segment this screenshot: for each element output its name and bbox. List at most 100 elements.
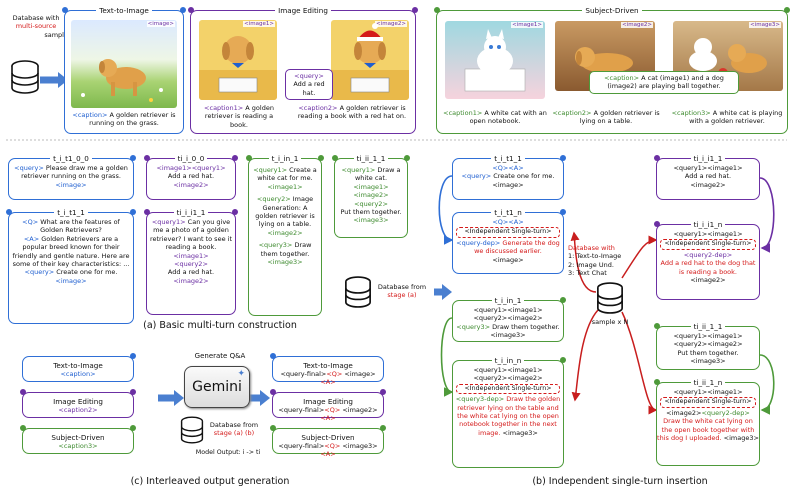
card-dot xyxy=(404,155,410,161)
card-dot xyxy=(130,353,136,359)
card-dot xyxy=(130,389,136,395)
c-left-edit: Image Editing <caption2> xyxy=(20,389,136,418)
card-title: ti_ii_1_1 xyxy=(353,154,389,163)
sample-label: sample x N xyxy=(591,318,629,326)
center-db-label: Database with 1: Text-to-Image 2: Image … xyxy=(568,244,622,278)
gemini-box: Gemini ✦ xyxy=(184,366,250,408)
card-title: t_i_t1_1 xyxy=(491,154,525,163)
gemini-label: Gemini xyxy=(192,379,242,395)
card-dot xyxy=(380,389,386,395)
card-title: Subject-Driven xyxy=(298,433,358,442)
database-icon xyxy=(345,276,371,308)
card-title: ti_i_i1_1 xyxy=(690,154,726,163)
card-body: <query1> Can you give me a photo of a go… xyxy=(149,218,232,285)
subject-caption1: <caption1> A white cat with an open note… xyxy=(443,109,547,126)
card-dot xyxy=(270,425,276,431)
card-body: <query1><image1> <query2><image2> <Indep… xyxy=(455,366,561,437)
card-dot xyxy=(270,389,276,395)
caption-tag: <caption3> xyxy=(58,442,98,450)
qa-line: <query-final><Q> <image3><A> xyxy=(278,442,378,459)
card-title: Image Editing xyxy=(50,397,106,406)
card-title: Image Editing xyxy=(300,397,356,406)
source-database: Database with multi-source sample xyxy=(4,14,68,39)
card-dot xyxy=(560,297,566,303)
card-title: t_i_t1_n xyxy=(491,208,525,217)
card-dot xyxy=(130,209,136,215)
card-ti_i_0_0: ti_i_0_0 <image1><query1> Add a red hat.… xyxy=(144,154,238,200)
card-body: <query1><image1> <Independent Single-tur… xyxy=(657,388,759,443)
independent-turn-marker: <Independent Single-turn> xyxy=(660,397,756,408)
section-a-caption: (a) Basic multi-turn construction xyxy=(143,320,297,331)
generate-qa-label: Generate Q&A xyxy=(194,352,246,360)
section-b-caption: (b) Independent single-turn insertion xyxy=(532,476,708,487)
card-ti_i_i1_1: ti_i_i1_1 <query1> Can you give me a pho… xyxy=(144,208,238,315)
b-card-ti_i_i1_1: ti_i_i1_1 <query1><image1> Add a red hat… xyxy=(654,154,760,200)
image-editing-panel: Image Editing <image1> <image2> <query> … xyxy=(188,6,418,134)
section-c-caption: (c) Interleaved output generation xyxy=(130,476,290,487)
card-dot xyxy=(560,155,566,161)
card-dot xyxy=(654,323,660,329)
dog-with-red-hat-image: <image2> xyxy=(331,20,409,100)
card-body: <Q> What are the features of Golden Retr… xyxy=(12,218,130,285)
b-card-t_i_in_1: t_i_in_1 <query1><image1> <query2><image… xyxy=(452,296,566,342)
t2i-panel: Text-to-Image <image> <caption> A golden… xyxy=(62,6,186,134)
panel-dot xyxy=(62,7,68,13)
panel-dot xyxy=(784,7,790,13)
card-title: Text-to-Image xyxy=(300,361,356,370)
card-dot xyxy=(20,425,26,431)
database-label-2: multi-source xyxy=(15,22,57,31)
t2i-caption: <caption> A golden retriever is running … xyxy=(72,111,176,128)
database-icon xyxy=(180,416,204,444)
card-dot xyxy=(130,425,136,431)
independent-turn-marker: <Independent Single-turn> xyxy=(456,227,560,238)
panel-dot xyxy=(180,7,186,13)
b-card-ti_ii_1_1: ti_ii_1_1 <query1><image1> <query2><imag… xyxy=(654,322,760,370)
card-body: <query1> Draw a white cat. <image1> <ima… xyxy=(340,166,402,225)
edit-title: Image Editing xyxy=(275,6,331,15)
card-title: t_i_in_n xyxy=(491,356,525,365)
image3-tag: <image3> xyxy=(749,22,781,28)
qa-line: <query-final><Q> <image><A> xyxy=(280,370,376,387)
card-title: Subject-Driven xyxy=(48,433,108,442)
image2-tag: <image2> xyxy=(621,22,653,28)
card-body: <Q><A> <query> Create one for me. <image… xyxy=(461,164,555,189)
caption-tag: <caption> xyxy=(60,370,96,378)
image1-tag: <image1> xyxy=(511,22,543,28)
card-dot xyxy=(654,379,660,385)
panel-dot xyxy=(412,7,418,13)
card-body: <query1><image1> Add a red hat. <image2> xyxy=(673,164,743,189)
card-body: <image1><query1> Add a red hat. <image2> xyxy=(156,164,226,189)
card-t_i_t1_1: t_i_t1_1 <Q> What are the features of Go… xyxy=(6,208,136,324)
card-dot xyxy=(332,155,338,161)
card-title: t_i_in_1 xyxy=(491,296,525,305)
card-title: ti_i_0_0 xyxy=(174,154,208,163)
card-t_i_t1_0_0: t_i_t1_0_0 <query> Please draw me a gold… xyxy=(8,154,136,200)
image1-tag: <image1> xyxy=(243,21,275,27)
subject-driven-panel: Subject-Driven <image1> <image2> <image3… xyxy=(434,6,790,134)
card-t_i_in_1: t_i_in_1 <query1> Create a white cat for… xyxy=(246,154,324,316)
card-title: t_i_in_1 xyxy=(268,154,302,163)
edit-caption1: <caption1> A golden retriever is reading… xyxy=(204,104,274,129)
card-body: <query1><image1> <Independent Single-tur… xyxy=(660,230,756,285)
card-dot xyxy=(560,209,566,215)
b-card-t_i_in_n: t_i_in_n <query1><image1> <query2><image… xyxy=(452,356,566,468)
card-dot xyxy=(246,155,252,161)
card-body: <query1> Create a white cat for me. <ima… xyxy=(253,166,317,267)
panel-dot xyxy=(434,7,440,13)
card-dot xyxy=(20,389,26,395)
c-left-t2i: Text-to-Image <caption> xyxy=(22,353,136,382)
edit-caption2: <caption2> A golden retriever is reading… xyxy=(297,104,407,121)
card-dot xyxy=(232,209,238,215)
card-dot xyxy=(654,155,660,161)
database-label-3: sample xyxy=(44,30,68,39)
independent-turn-marker: <Independent Single-turn> xyxy=(456,383,560,395)
golden-retriever-running-image: <image> xyxy=(71,20,177,108)
c-right-t2i: Text-to-Image <query-final><Q> <image><A… xyxy=(270,353,384,386)
subject-caption3: <caption3> A white cat is playing with a… xyxy=(671,109,783,126)
card-dot xyxy=(318,155,324,161)
card-title: Text-to-Image xyxy=(50,361,106,370)
card-dot xyxy=(144,155,150,161)
image2-tag: <image2> xyxy=(375,21,407,27)
database-label-1: Database with xyxy=(12,14,60,22)
card-body: <query> Please draw me a golden retrieve… xyxy=(14,164,128,189)
